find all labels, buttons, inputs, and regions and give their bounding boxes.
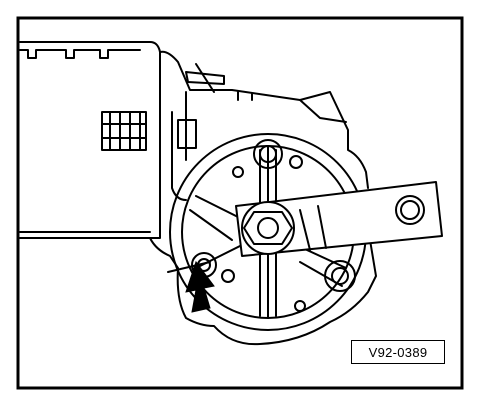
pointer-line [167, 261, 211, 273]
mounting-bolt-top [253, 139, 283, 169]
crank-arm [235, 181, 443, 257]
up-right-arrow-icon [185, 260, 215, 313]
figure-reference-label: V92-0389 [351, 340, 445, 364]
figure-reference-code: V92-0389 [368, 344, 428, 360]
figure-frame [16, 16, 464, 390]
mounting-bolt-right [324, 260, 356, 292]
